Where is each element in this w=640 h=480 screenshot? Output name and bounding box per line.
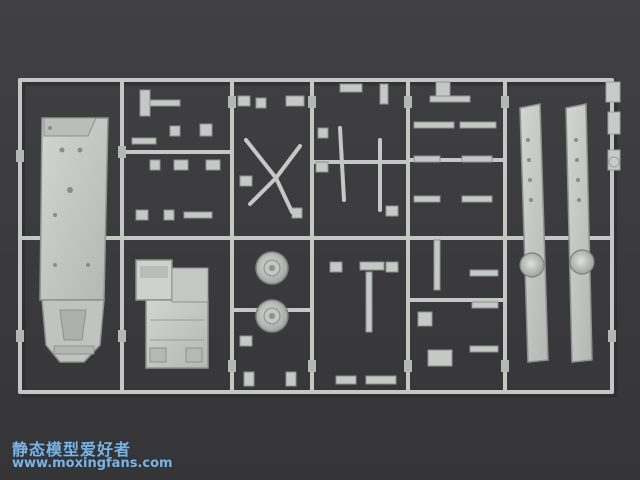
watermark-site-name: 静态模型爱好者: [12, 440, 132, 459]
hull-plate-part: [39, 117, 109, 363]
small-parts: [131, 81, 499, 387]
hull-rear-part: [135, 259, 209, 369]
arm-parts: [244, 126, 382, 214]
runner-gates: [16, 96, 616, 372]
sprue-tab-column: [605, 81, 621, 171]
watermark-url: www.moxingfans.com: [12, 456, 173, 471]
suspension-bar-parts: [519, 103, 595, 363]
road-wheel-parts: [255, 251, 289, 333]
